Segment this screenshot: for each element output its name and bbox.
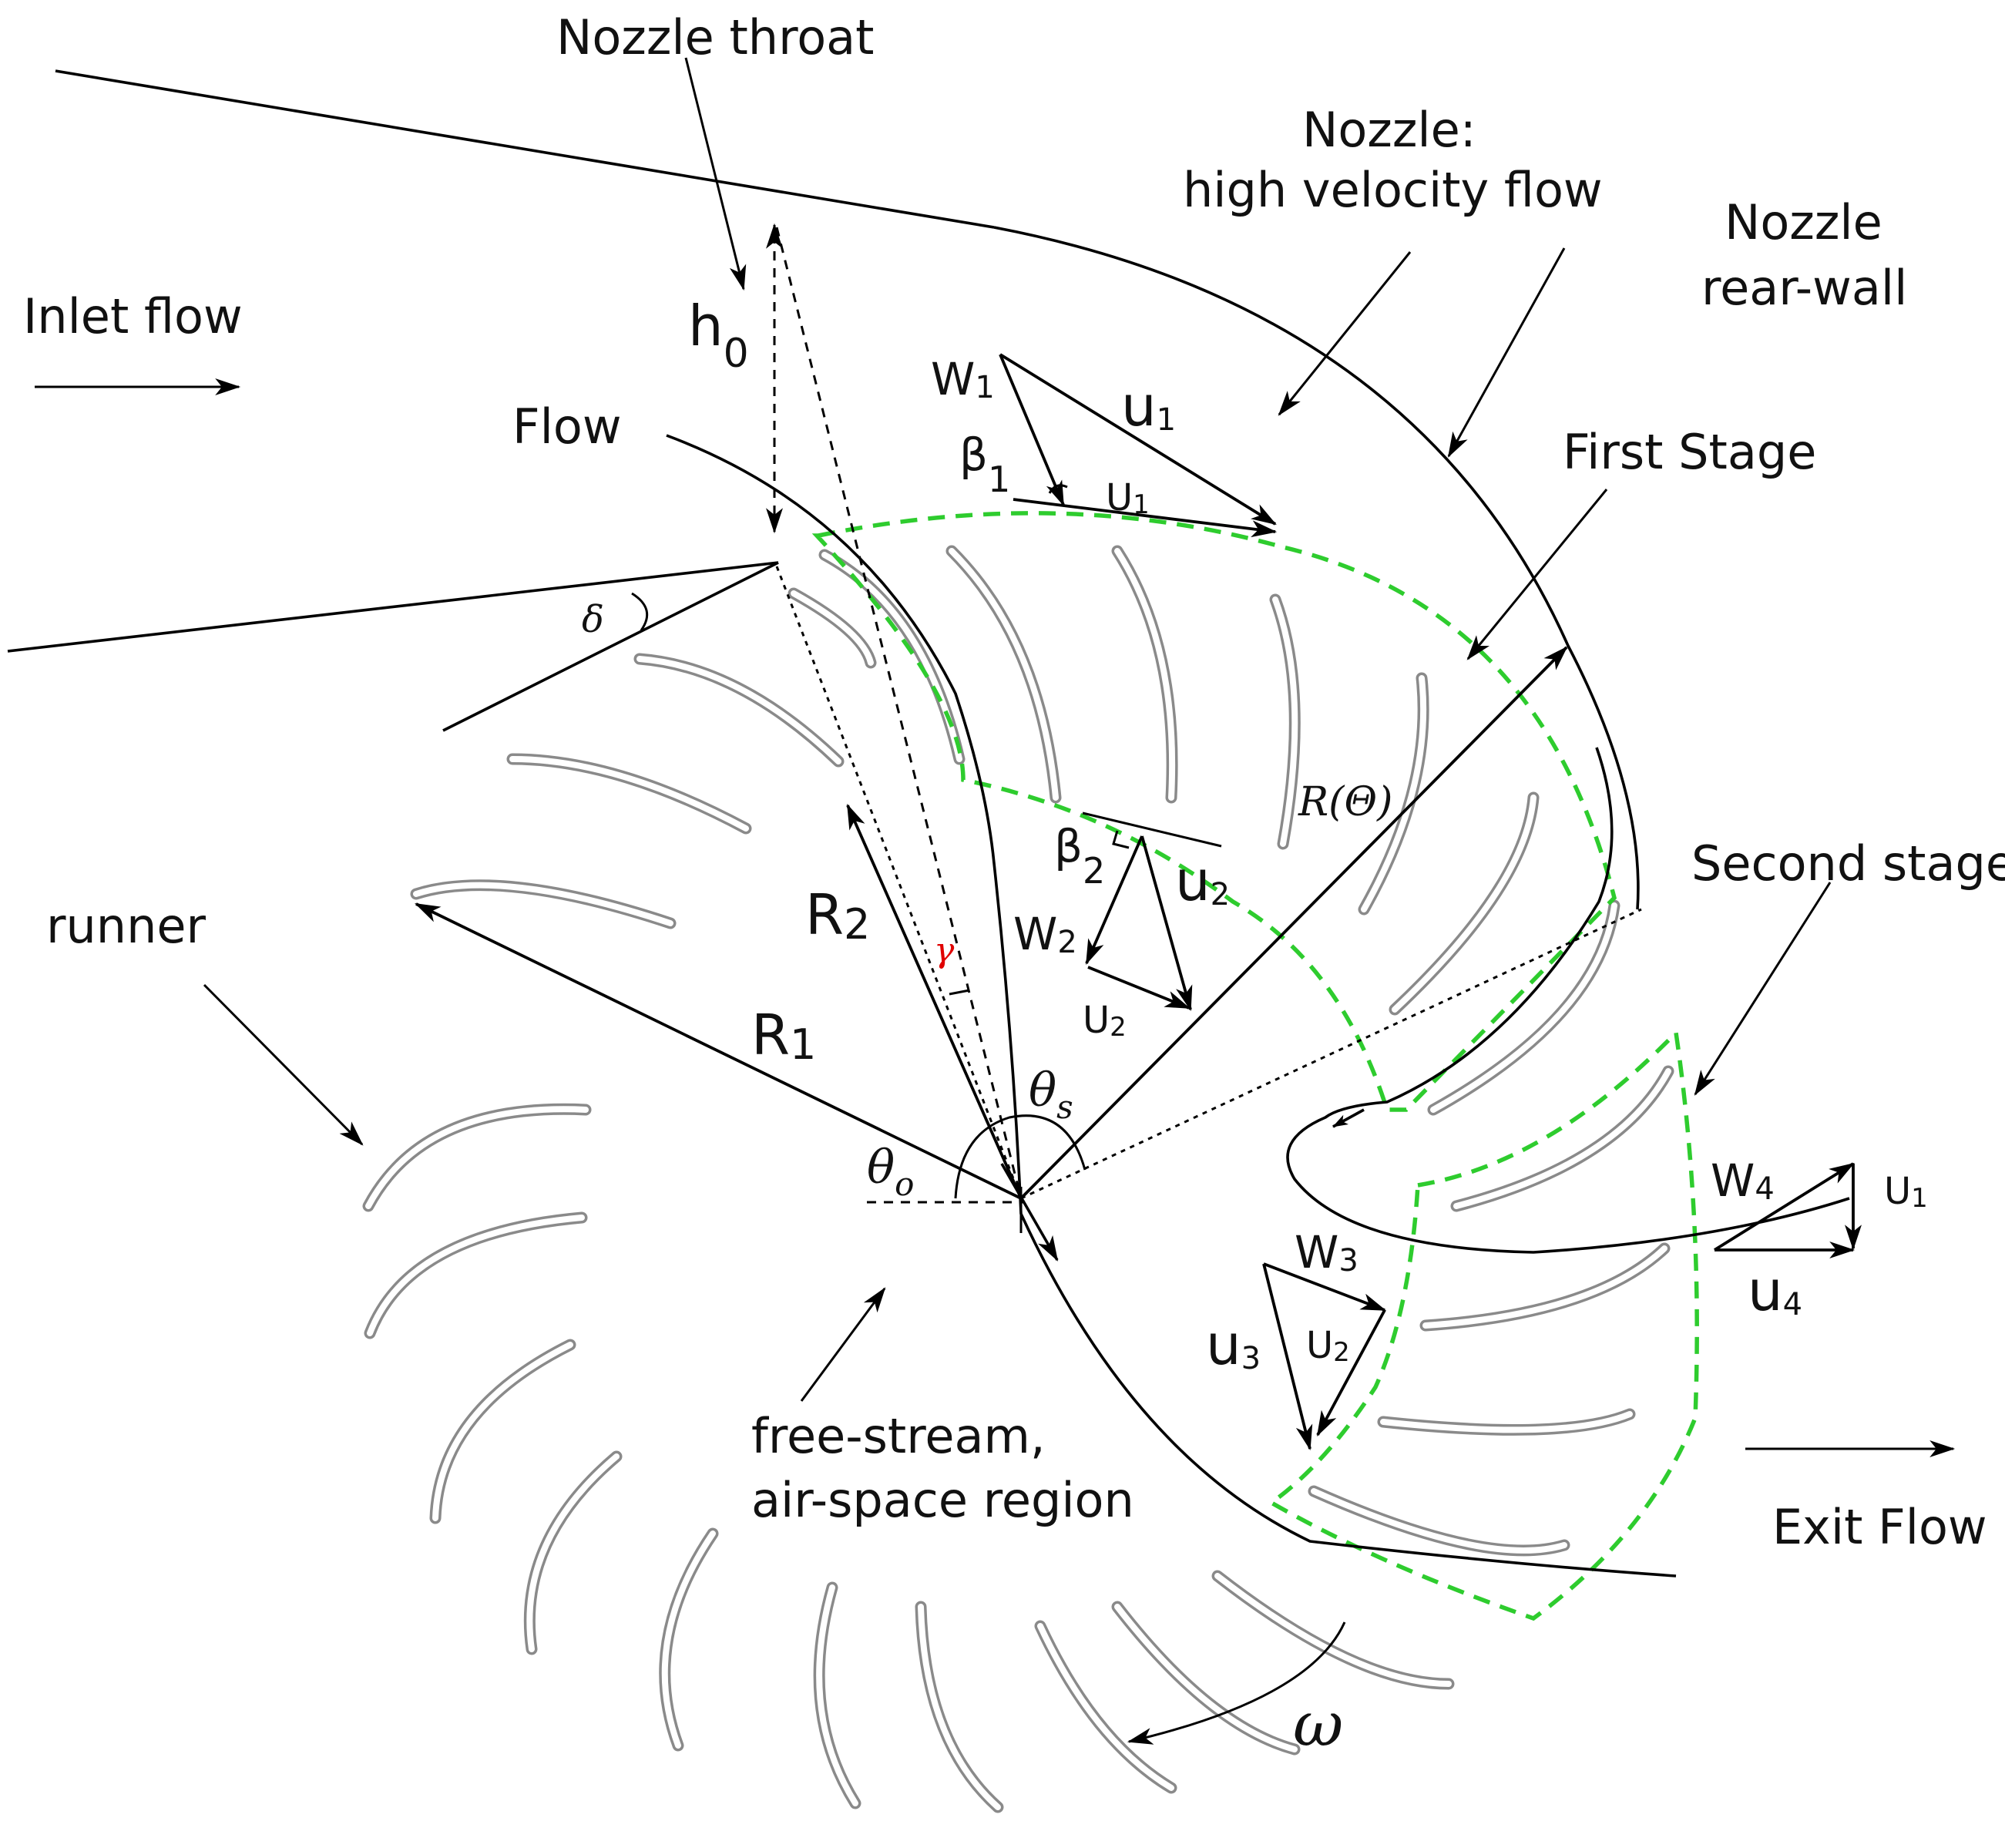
nozzle-rear-wall-label-2: rear-wall (1701, 260, 1907, 316)
gamma-symbol: γ (934, 931, 955, 970)
R2-symbol: R2 (805, 882, 870, 949)
nozzle-throat-label: Nozzle throat (556, 9, 874, 66)
blade (1111, 1601, 1301, 1756)
theta-s-symbol: θs (1029, 1063, 1073, 1126)
W1-symbol: W1 (931, 353, 995, 405)
nozzle-rear-wall-label-1: Nozzle (1725, 194, 1882, 250)
velocity-triangle-4 (1713, 1162, 1862, 1258)
U1b-symbol: U1 (1884, 1170, 1928, 1214)
blade (945, 545, 1062, 804)
blade (364, 1211, 588, 1339)
blade (915, 1601, 1004, 1813)
blade (506, 753, 752, 835)
nozzle-top-wall (55, 69, 995, 229)
theta-o-symbol: θo (867, 1141, 914, 1203)
nozzle-lip (442, 561, 779, 732)
blade (429, 1339, 576, 1524)
blade (362, 1103, 592, 1212)
nozzle-high-velocity-label-2: high velocity flow (1183, 162, 1603, 218)
blade (788, 587, 877, 669)
blade (1419, 1242, 1671, 1332)
U2b-symbol: U2 (1306, 1324, 1350, 1368)
delta-symbol: δ (582, 598, 604, 641)
U2-symbol: U2 (1083, 999, 1127, 1043)
u4-symbol: u4 (1748, 1258, 1802, 1323)
R-theta-symbol: R(Θ) (1298, 779, 1392, 825)
second-stage-boundary (1267, 1028, 1699, 1621)
blade (818, 549, 966, 765)
U1-symbol: U1 (1106, 476, 1150, 520)
blade (633, 653, 845, 768)
W4-symbol: W4 (1711, 1154, 1775, 1207)
nozzle-geometry (7, 69, 1640, 910)
blade (1389, 791, 1540, 1016)
runner-blades (362, 545, 1674, 1813)
flow-label: Flow (512, 398, 622, 455)
omega-symbol: ω (1293, 1688, 1343, 1760)
flow-streamline-arrow (1000, 1163, 1059, 1262)
free-stream-label-2: air-space region (751, 1472, 1134, 1528)
blade (1308, 1485, 1570, 1557)
velocity-triangle-1 (999, 353, 1278, 538)
runner-label: runner (46, 898, 207, 954)
nozzle-rear-wall-curve (993, 226, 1640, 910)
u3-symbol: u3 (1206, 1312, 1261, 1377)
blade (1211, 1570, 1455, 1690)
second-stage-label: Second stage (1691, 835, 2005, 892)
flow-streamline (666, 434, 1677, 1578)
first-stage-label: First Stage (1563, 424, 1816, 480)
blade (1450, 1065, 1674, 1212)
h0-symbol: h0 (688, 294, 749, 377)
velocity-triangle-3 (1262, 1262, 1387, 1451)
beta1-symbol: β1 (959, 428, 1010, 500)
u1-symbol: u1 (1121, 374, 1176, 438)
exit-streamline (1286, 747, 1850, 1254)
delta-arc (631, 592, 649, 631)
beta2-symbol: β2 (1054, 820, 1105, 892)
annotation-arrows (35, 57, 1956, 1745)
exit-flow-label: Exit Flow (1772, 1499, 1987, 1555)
radial-construction (415, 223, 1642, 1233)
W2-symbol: W2 (1013, 908, 1077, 960)
velocity-triangle-2 (1082, 811, 1222, 1012)
omega-arrow (1127, 1621, 1346, 1745)
u2-symbol: u2 (1175, 848, 1230, 913)
first-stage-boundary (811, 511, 1617, 1112)
inlet-flow-label: Inlet flow (23, 288, 243, 344)
nozzle-bottom-wall (7, 561, 779, 653)
R1-symbol: R1 (751, 1003, 816, 1069)
nozzle-high-velocity-label-1: Nozzle: (1302, 102, 1476, 158)
free-stream-label-1: free-stream, (751, 1408, 1046, 1464)
W3-symbol: W3 (1295, 1226, 1358, 1278)
